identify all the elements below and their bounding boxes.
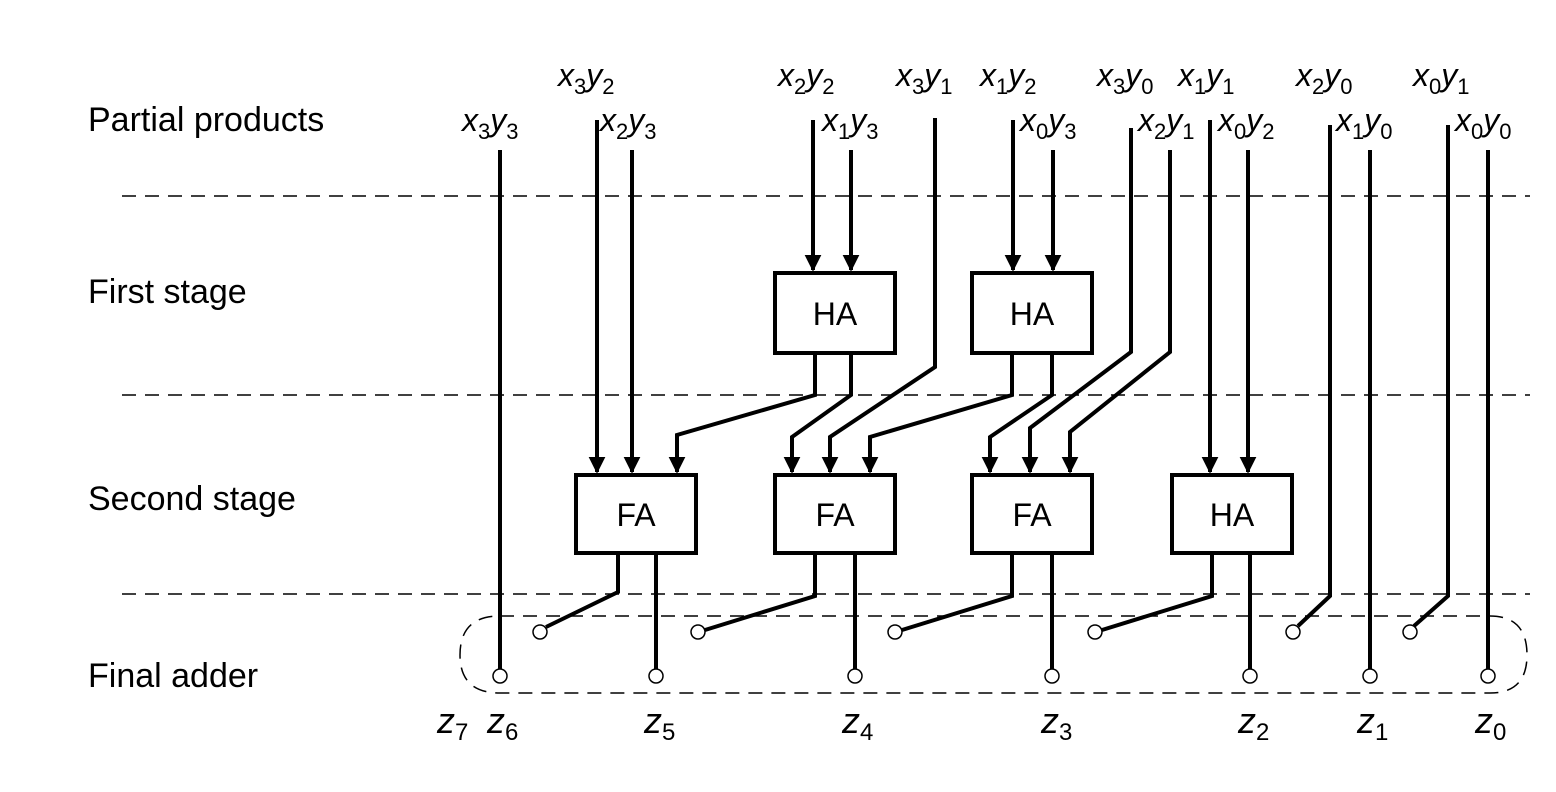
fa-label: FA [1012, 497, 1052, 533]
pp-label-x0y2: x0y2 [1216, 102, 1275, 144]
pp-label-x2y0: x2y0 [1294, 57, 1353, 99]
wire-ha2-carry-to-fa2 [861, 353, 1014, 474]
stage-label-partial-products: Partial products [88, 101, 324, 139]
fa-label: FA [815, 497, 855, 533]
pp-label-x1y0: x1y0 [1334, 102, 1393, 144]
output-label-z6: z6 [486, 700, 518, 746]
final-adder-pin [1402, 624, 1418, 640]
final-adder-pin [690, 624, 706, 640]
fa-box [574, 473, 698, 555]
ha-box [1170, 473, 1294, 555]
wire-x3y0-to-fa3 [1021, 128, 1133, 474]
ha-box [970, 271, 1094, 355]
first-stage-ha-2: HA [970, 271, 1094, 355]
second-stage-ha-4: HA [1170, 473, 1294, 555]
final-adder-outline [459, 615, 1528, 694]
pp-label-x3y1: x3y1 [894, 57, 953, 99]
pp-label-x2y2: x2y2 [776, 57, 835, 99]
second-stage-fa-3: FA [970, 473, 1094, 555]
ha-box [773, 271, 897, 355]
final-adder-pin [532, 624, 548, 640]
ha-label: HA [1010, 296, 1055, 332]
pp-label-x0y0: x0y0 [1453, 102, 1512, 144]
final-adder-pin [1480, 668, 1496, 684]
wire-x3y1-to-fa2 [821, 118, 937, 474]
final-adder-pin [1285, 624, 1301, 640]
final-adder-pin [1044, 668, 1060, 684]
wire-fa2-carry-to-final [704, 553, 817, 632]
final-adder-pin [648, 668, 664, 684]
pp-label-x2y1: x2y1 [1136, 102, 1195, 144]
stage-label-second-stage: Second stage [88, 480, 296, 518]
fa-box [773, 473, 897, 555]
wire-ha1-carry-to-fa1 [668, 353, 817, 474]
wire-x0y1-to-final [1412, 125, 1450, 628]
pp-label-x3y2: x3y2 [556, 57, 615, 99]
ha-label: HA [1210, 497, 1255, 533]
final-adder-pin [1362, 668, 1378, 684]
pp-label-x1y3: x1y3 [820, 102, 879, 144]
wire-ha1-sum-to-fa2 [783, 353, 853, 474]
wire-fa3-carry-to-final [901, 553, 1014, 632]
wire-fa1-carry-to-final [545, 553, 620, 629]
pp-label-x2y3: x2y3 [598, 102, 657, 144]
pp-label-x0y1: x0y1 [1411, 57, 1470, 99]
wire-ha2-sum-to-fa3 [981, 353, 1054, 474]
stage-label-first-stage: First stage [88, 273, 247, 311]
fa-label: FA [616, 497, 656, 533]
output-label-z5: z5 [643, 700, 675, 746]
pp-label-x3y0: x3y0 [1095, 57, 1154, 99]
output-label-z2: z2 [1237, 700, 1269, 746]
second-stage-fa-2: FA [773, 473, 897, 555]
final-adder-pin [1242, 668, 1258, 684]
wire-x2y1-to-fa3 [1061, 150, 1172, 474]
final-adder-pin [887, 624, 903, 640]
output-label-z0: z0 [1474, 700, 1506, 746]
pp-label-x1y1: x1y1 [1176, 57, 1235, 99]
output-label-z3: z3 [1040, 700, 1072, 746]
pp-label-x1y2: x1y2 [978, 57, 1037, 99]
output-label-z7: z7 [436, 700, 468, 746]
pp-label-x0y3: x0y3 [1018, 102, 1077, 144]
stage-label-final-adder: Final adder [88, 657, 258, 695]
first-stage-ha-1: HA [773, 271, 897, 355]
final-adder-pin [847, 668, 863, 684]
wire-x2y0-to-final [1296, 125, 1332, 628]
output-label-z4: z4 [841, 700, 873, 746]
wire-ha4-carry-to-final [1101, 553, 1214, 632]
second-stage-fa-1: FA [574, 473, 698, 555]
fa-box [970, 473, 1094, 555]
output-label-z1: z1 [1356, 700, 1388, 746]
final-adder-pin [492, 668, 508, 684]
pp-label-x3y3: x3y3 [460, 102, 519, 144]
final-adder-pin [1087, 624, 1103, 640]
ha-label: HA [813, 296, 858, 332]
